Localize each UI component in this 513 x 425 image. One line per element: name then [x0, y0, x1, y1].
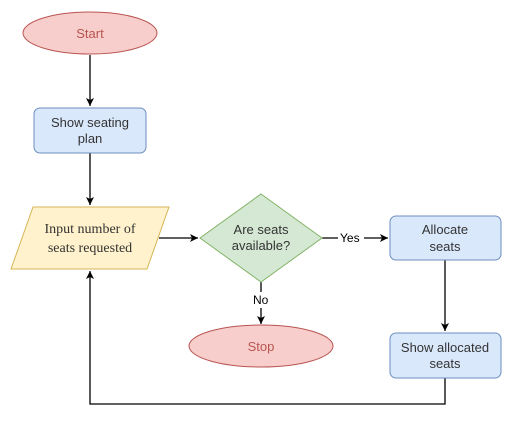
- show-allocated-seats-label-line2: seats: [429, 356, 461, 371]
- input-label-line2: seats requested: [48, 241, 132, 256]
- show-seating-plan-node: Show seating plan: [33, 107, 147, 154]
- decision-label-line1: Are seats: [234, 222, 289, 237]
- stop-node: Stop: [188, 324, 334, 368]
- decision-shape: [199, 193, 323, 283]
- show-allocated-seats-node: Show allocated seats: [389, 332, 502, 379]
- start-label: Start: [76, 26, 104, 41]
- yes-label-bg: [338, 229, 364, 245]
- allocate-seats-label-line2: seats: [429, 239, 461, 254]
- input-shape: [10, 206, 170, 270]
- show-allocated-seats-shape: [389, 332, 502, 379]
- edge-loop-back: [86, 271, 446, 405]
- start-shape: [22, 11, 158, 55]
- decision-label-line2: available?: [232, 238, 291, 253]
- edge-label-yes: Yes: [340, 231, 360, 245]
- show-seating-plan-shape: [33, 107, 147, 154]
- no-label-bg: [251, 292, 271, 308]
- decision-node: Are seats available?: [199, 193, 323, 283]
- input-label-line1: Input number of: [45, 222, 136, 237]
- show-seating-plan-label-line2: plan: [78, 131, 103, 146]
- edge-label-no: No: [253, 293, 269, 307]
- stop-shape: [188, 324, 334, 368]
- allocate-seats-node: Allocate seats: [389, 215, 502, 261]
- stop-label: Stop: [248, 339, 275, 354]
- allocate-seats-shape: [389, 215, 502, 261]
- show-seating-plan-label-line1: Show seating: [51, 115, 129, 130]
- start-node: Start: [22, 11, 158, 55]
- input-node: Input number of seats requested: [10, 206, 170, 270]
- show-allocated-seats-label-line1: Show allocated: [401, 340, 489, 355]
- allocate-seats-label-line1: Allocate: [422, 222, 468, 237]
